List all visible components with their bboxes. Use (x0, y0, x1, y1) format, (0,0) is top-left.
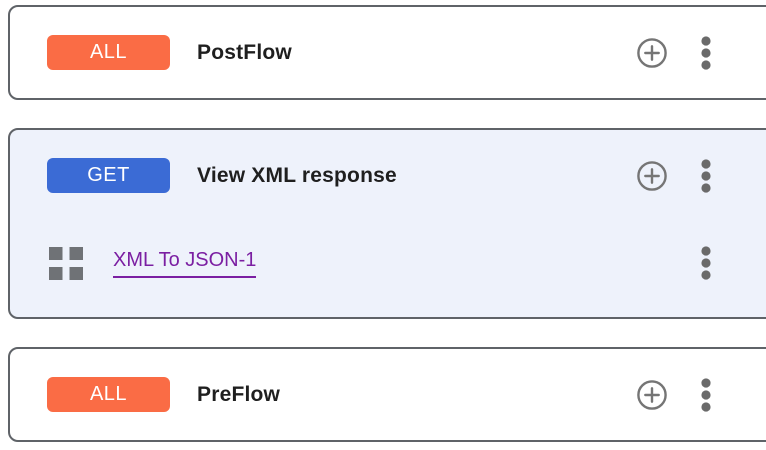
add-policy-button[interactable] (637, 37, 667, 71)
flow-menu-button[interactable] (701, 35, 711, 73)
policy-row: XML To JSON-1 (10, 232, 766, 294)
kebab-menu-icon (701, 158, 711, 196)
method-badge: ALL (47, 377, 170, 412)
flow-card-preflow[interactable]: ALL PreFlow (8, 347, 766, 442)
flow-card-postflow[interactable]: ALL PostFlow (8, 5, 766, 100)
flow-title: PostFlow (197, 40, 292, 64)
add-policy-button[interactable] (637, 379, 667, 413)
method-badge: GET (47, 158, 170, 193)
policy-drag-handle-grid-icon[interactable] (49, 246, 83, 280)
kebab-menu-icon (701, 246, 711, 283)
flow-row: ALL PreFlow (10, 349, 766, 440)
kebab-menu-icon (701, 377, 711, 415)
flow-menu-button[interactable] (701, 158, 711, 196)
plus-circle-icon (637, 379, 667, 413)
plus-circle-icon (637, 37, 667, 71)
flow-card-view-xml-response[interactable]: GET View XML response (8, 128, 766, 319)
policy-link[interactable]: XML To JSON-1 (113, 249, 257, 278)
method-badge: ALL (47, 35, 170, 70)
policy-menu-button[interactable] (701, 246, 711, 280)
kebab-menu-icon (701, 35, 711, 73)
plus-circle-icon (637, 160, 667, 194)
flow-row: ALL PostFlow (10, 7, 766, 98)
flow-row: GET View XML response (10, 130, 766, 221)
flow-menu-button[interactable] (701, 377, 711, 415)
add-policy-button[interactable] (637, 160, 667, 194)
flow-title: PreFlow (197, 382, 281, 406)
flow-title: View XML response (197, 163, 397, 187)
